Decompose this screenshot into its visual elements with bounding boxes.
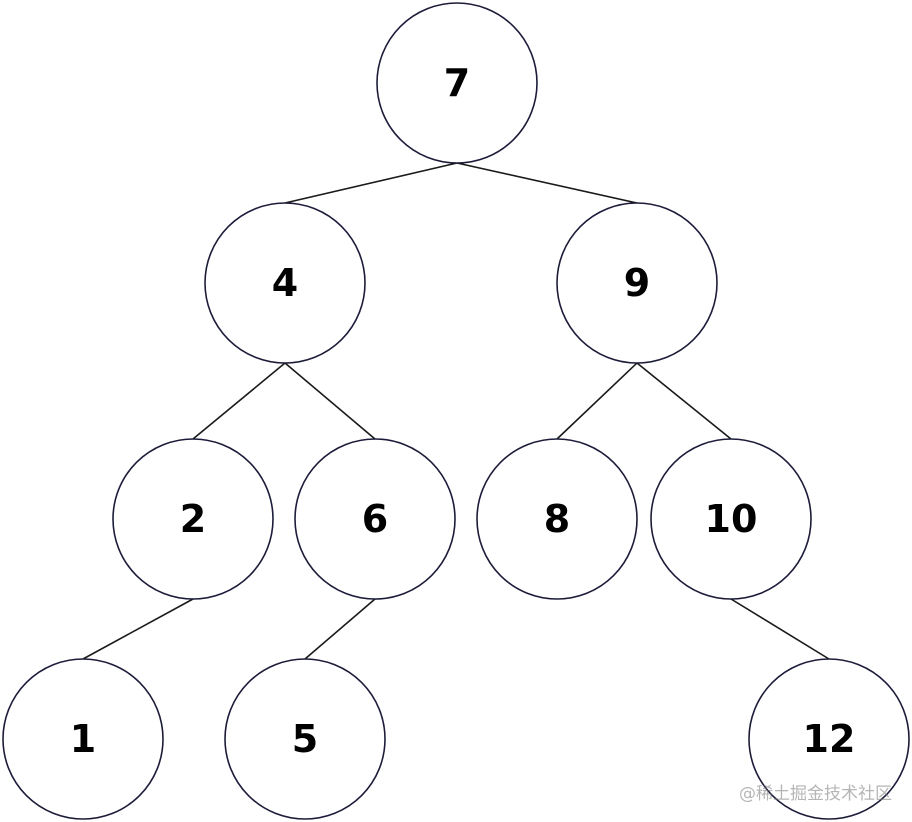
watermark-text: @稀土掘金技术社区 [739,784,892,804]
node-circle [650,438,812,600]
tree-edge [284,362,376,440]
node-label: 1 [70,717,96,761]
tree-node-9: 9 [556,202,718,364]
node-circle [748,658,910,820]
tree-node-1: 1 [2,658,164,820]
node-label: 7 [444,61,470,105]
node-circle [376,2,538,164]
tree-edge [82,598,194,660]
node-circle [556,202,718,364]
node-label: 8 [544,497,570,541]
node-circle [2,658,164,820]
tree-edge [192,362,286,440]
node-label: 2 [180,497,206,541]
node-label: 9 [624,261,650,305]
tree-node-4: 4 [204,202,366,364]
tree-node-6: 6 [294,438,456,600]
node-label: 12 [803,717,856,761]
tree-edge [456,162,638,204]
node-circle [224,658,386,820]
tree-node-7: 7 [376,2,538,164]
tree-edge [284,162,458,204]
tree-node-12: 12 [748,658,910,820]
tree-node-10: 10 [650,438,812,600]
tree-node-2: 2 [112,438,274,600]
tree-node-5: 5 [224,658,386,820]
node-label: 10 [705,497,758,541]
node-label: 6 [362,497,388,541]
node-label: 4 [272,261,298,305]
tree-edges [82,162,830,660]
node-circle [476,438,638,600]
node-circle [112,438,274,600]
tree-edge [556,362,638,440]
node-circle [204,202,366,364]
tree-edge [730,598,830,660]
tree-edge [304,598,376,660]
tree-node-8: 8 [476,438,638,600]
node-circle [294,438,456,600]
tree-edge [636,362,732,440]
node-label: 5 [292,717,318,761]
